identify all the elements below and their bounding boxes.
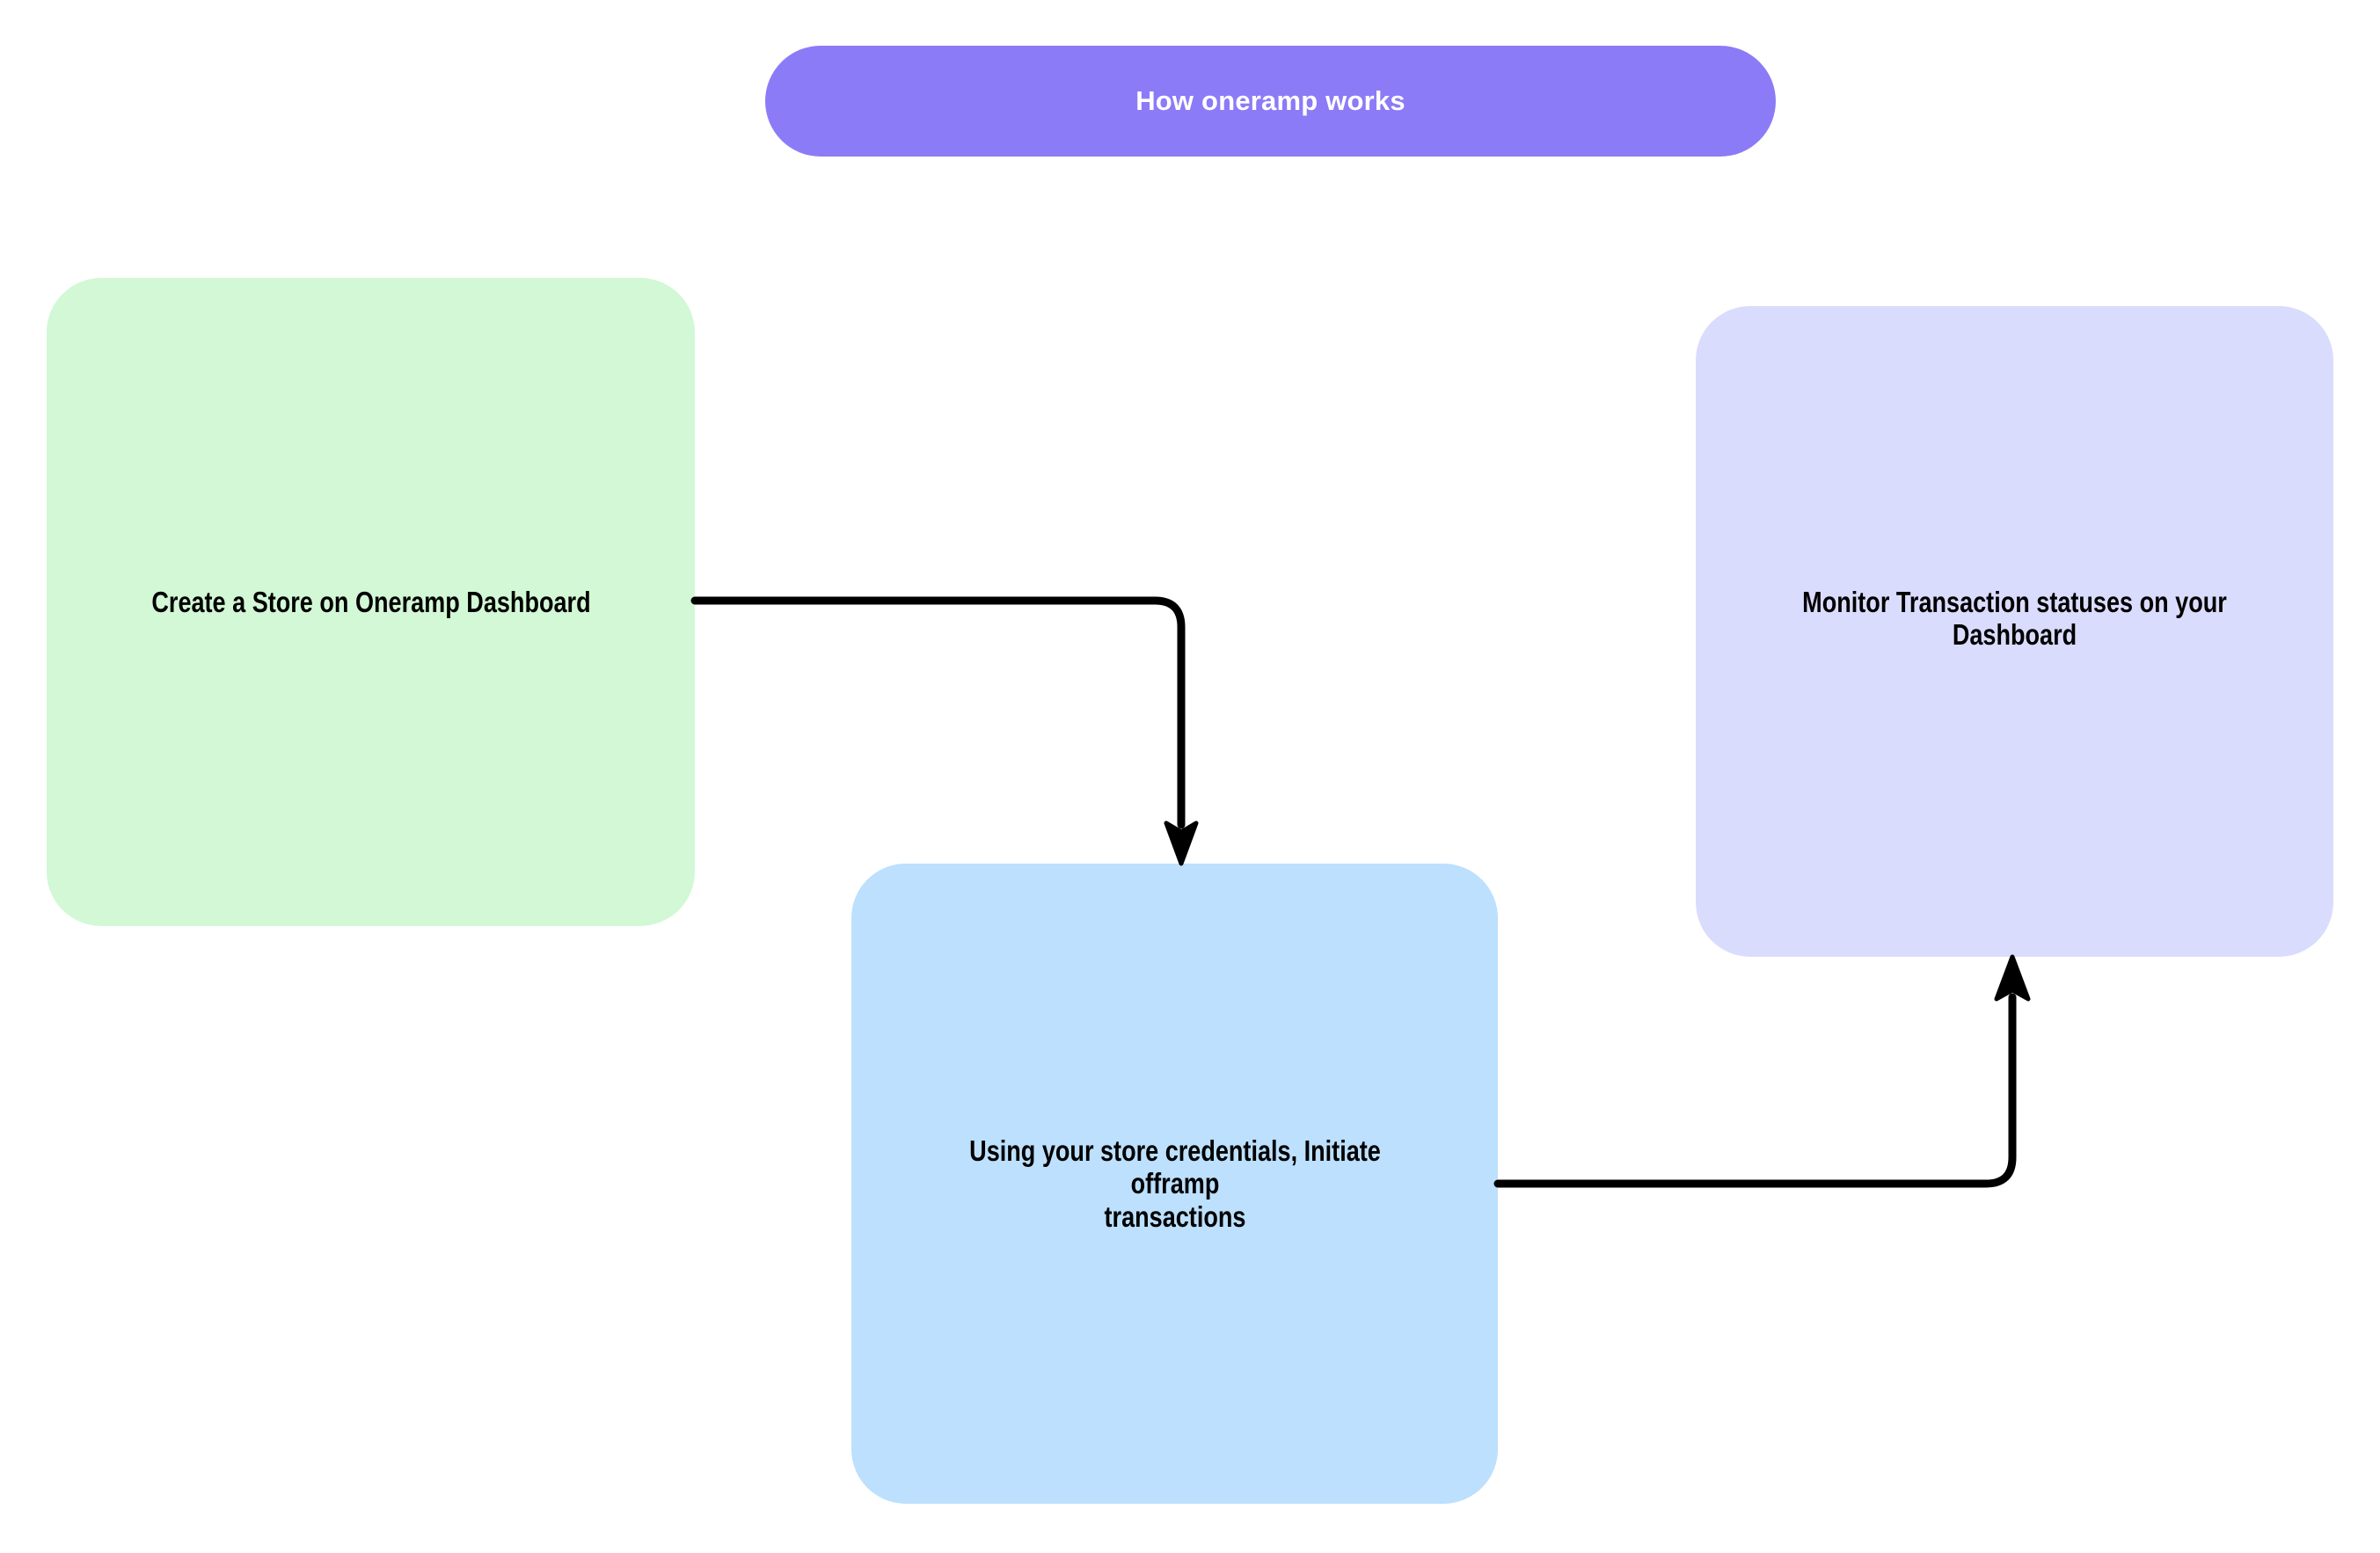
node-initiate-offramp-label: Using your store credentials, Initiate o… — [968, 1134, 1381, 1233]
edge-initiate-offramp-to-monitor-status — [1493, 954, 2031, 1188]
edge-1-arrowhead-down-icon — [1164, 820, 1199, 866]
node-create-store[interactable]: Create a Store on Oneramp Dashboard — [47, 278, 695, 926]
diagram-title-text: How oneramp works — [1135, 85, 1405, 116]
diagram-title-pill[interactable]: How oneramp works — [765, 46, 1776, 157]
node-initiate-offramp[interactable]: Using your store credentials, Initiate o… — [851, 864, 1498, 1504]
edge-create-store-to-initiate-offramp — [690, 596, 1199, 866]
edge-2-arrowhead-up-icon — [1994, 954, 2031, 1002]
node-monitor-status-label: Monitor Transaction statuses on your Das… — [1802, 586, 2227, 652]
node-monitor-status[interactable]: Monitor Transaction statuses on your Das… — [1696, 306, 2333, 957]
edge-2-path — [1493, 993, 2017, 1188]
edge-1-path — [690, 596, 1186, 829]
node-create-store-label: Create a Store on Oneramp Dashboard — [150, 585, 591, 618]
